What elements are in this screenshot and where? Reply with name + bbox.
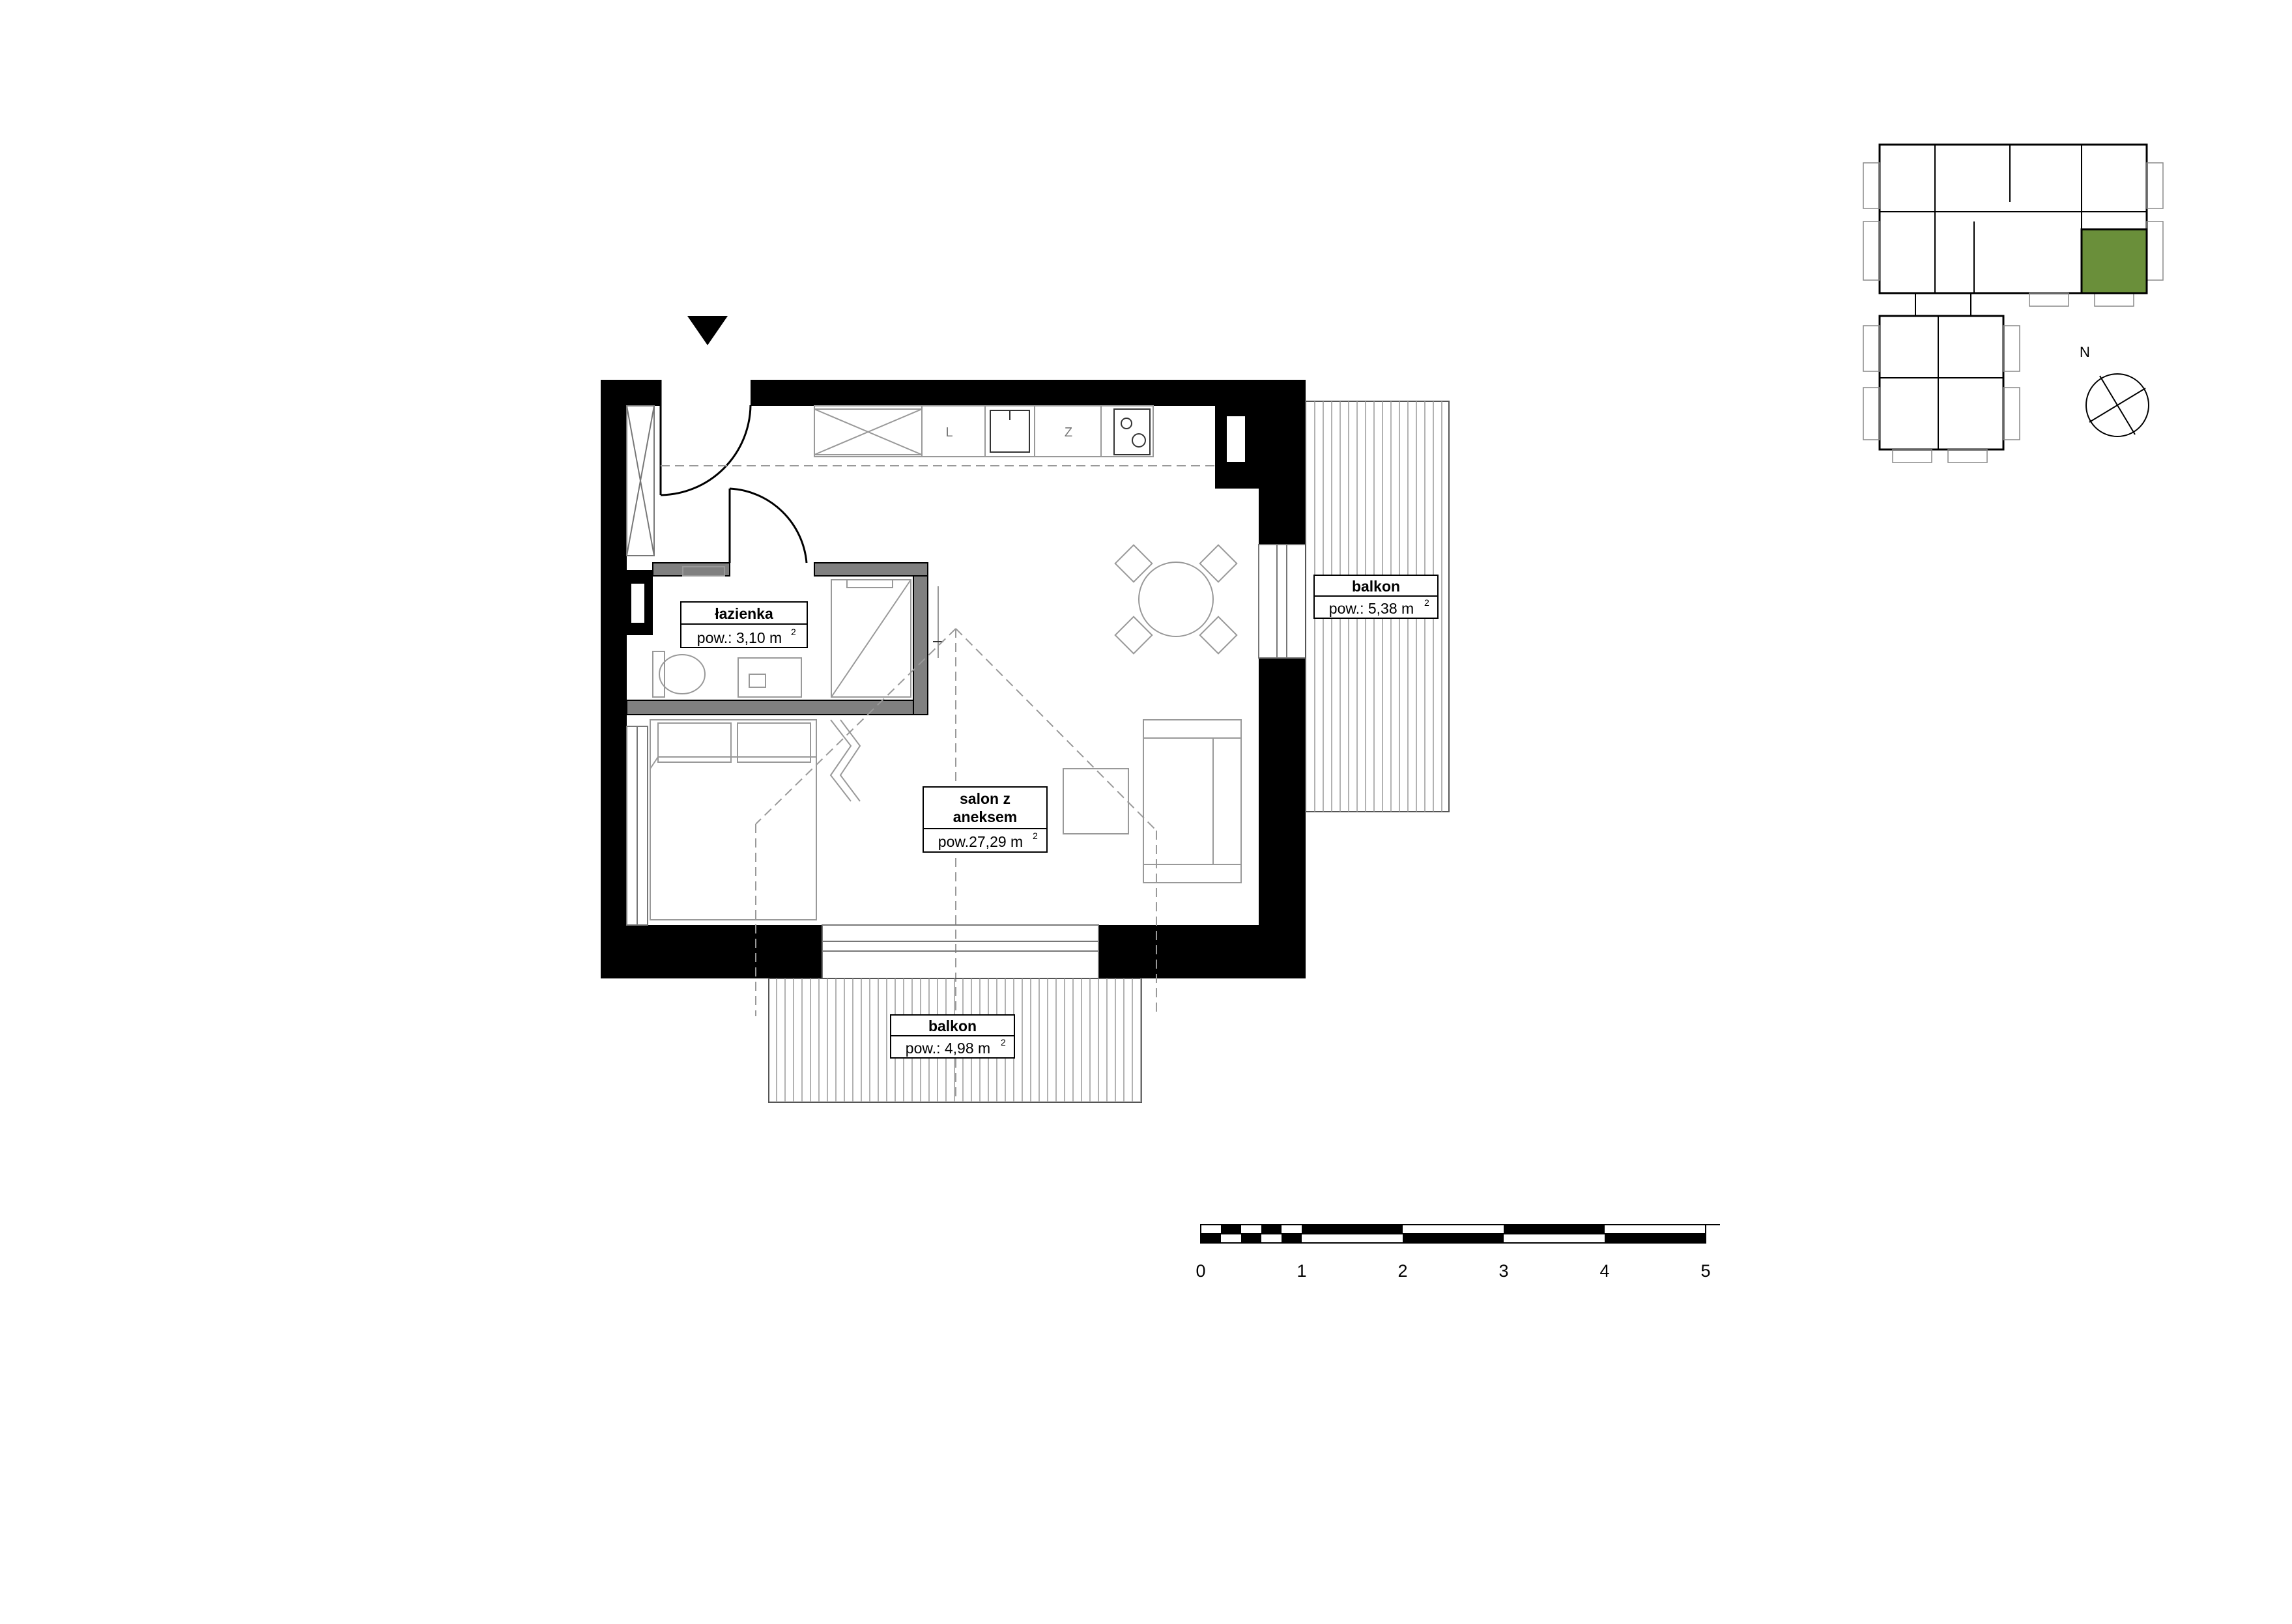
cooktop (1113, 408, 1151, 455)
living-area: pow.27,29 m (938, 833, 1023, 850)
scale-bar-label: 3 (1498, 1261, 1508, 1281)
bathroom-name: łazienka (715, 605, 773, 622)
wardrobe-doors (829, 719, 852, 802)
scale-bar-label: 0 (1196, 1261, 1205, 1281)
wall-niche-inner (630, 582, 646, 624)
scale-bar-segment (1201, 1234, 1221, 1243)
scale-bar-segment (1261, 1225, 1282, 1234)
balcony-east-area: pow.: 5,38 m (1329, 600, 1414, 617)
fridge-label: Z (1065, 425, 1072, 440)
bathroom-label: łazienka pow.: 3,10 m 2 (680, 601, 808, 648)
north-label: N (2080, 344, 2090, 360)
scale-bar-segment (1241, 1234, 1261, 1243)
entrance-marker-icon (687, 316, 728, 345)
balcony-east-name: balkon (1352, 578, 1400, 595)
scale-bar-segment (1282, 1234, 1302, 1243)
scale-bar: 0 1 2 3 4 5 (1196, 1224, 1720, 1281)
balcony-south-area-sup: 2 (1001, 1037, 1006, 1047)
balcony-east-area-sup: 2 (1424, 597, 1429, 608)
balcony-south-label: balkon pow.: 4,98 m 2 (890, 1014, 1015, 1059)
scale-bar-segment (1221, 1225, 1241, 1234)
kitchen-counter (814, 405, 1154, 457)
bed (650, 719, 817, 920)
toilet (659, 654, 706, 694)
scale-bar-segment (1504, 1225, 1605, 1234)
bathroom-area: pow.: 3,10 m (697, 629, 782, 646)
bathroom-door (728, 487, 808, 563)
dining-table (1114, 544, 1238, 655)
washbasin (738, 657, 802, 698)
living-name-line2: aneksem (953, 808, 1017, 825)
living-area-sup: 2 (1033, 831, 1038, 841)
scale-bar-label: 2 (1397, 1261, 1407, 1281)
key-plan (1863, 143, 2164, 463)
wall-pillar-inner (1225, 415, 1246, 463)
balcony-south-name: balkon (928, 1018, 977, 1034)
left-wall-window (626, 405, 655, 926)
east-window (1258, 544, 1306, 659)
scale-bar-label: 5 (1700, 1261, 1710, 1281)
north-arrow-icon (2085, 373, 2149, 437)
exterior-walls (601, 380, 1306, 978)
balcony-east-label: balkon pow.: 5,38 m 2 (1313, 575, 1439, 619)
living-name-line1: salon z (960, 790, 1010, 807)
scale-bar-segment (1605, 1234, 1706, 1243)
bathroom-fixtures (652, 566, 943, 698)
coffee-table (1063, 768, 1129, 834)
bathroom-area-sup: 2 (791, 627, 796, 637)
south-window (822, 924, 1099, 979)
scale-bar-segment (1403, 1234, 1504, 1243)
balcony-south-area: pow.: 4,98 m (906, 1040, 990, 1057)
key-plan-highlight (2080, 228, 2148, 294)
scale-bar-label: 4 (1599, 1261, 1609, 1281)
scale-bar-segment (1302, 1225, 1403, 1234)
bathroom-partitions (626, 562, 928, 715)
wardrobe-doors-2 (839, 719, 861, 802)
scale-bar-label: 1 (1296, 1261, 1306, 1281)
living-label: salon z aneksem pow.27,29 m 2 (923, 786, 1048, 853)
sofa (1143, 719, 1242, 883)
sink-label: L (945, 425, 953, 440)
entrance-door (659, 380, 752, 496)
